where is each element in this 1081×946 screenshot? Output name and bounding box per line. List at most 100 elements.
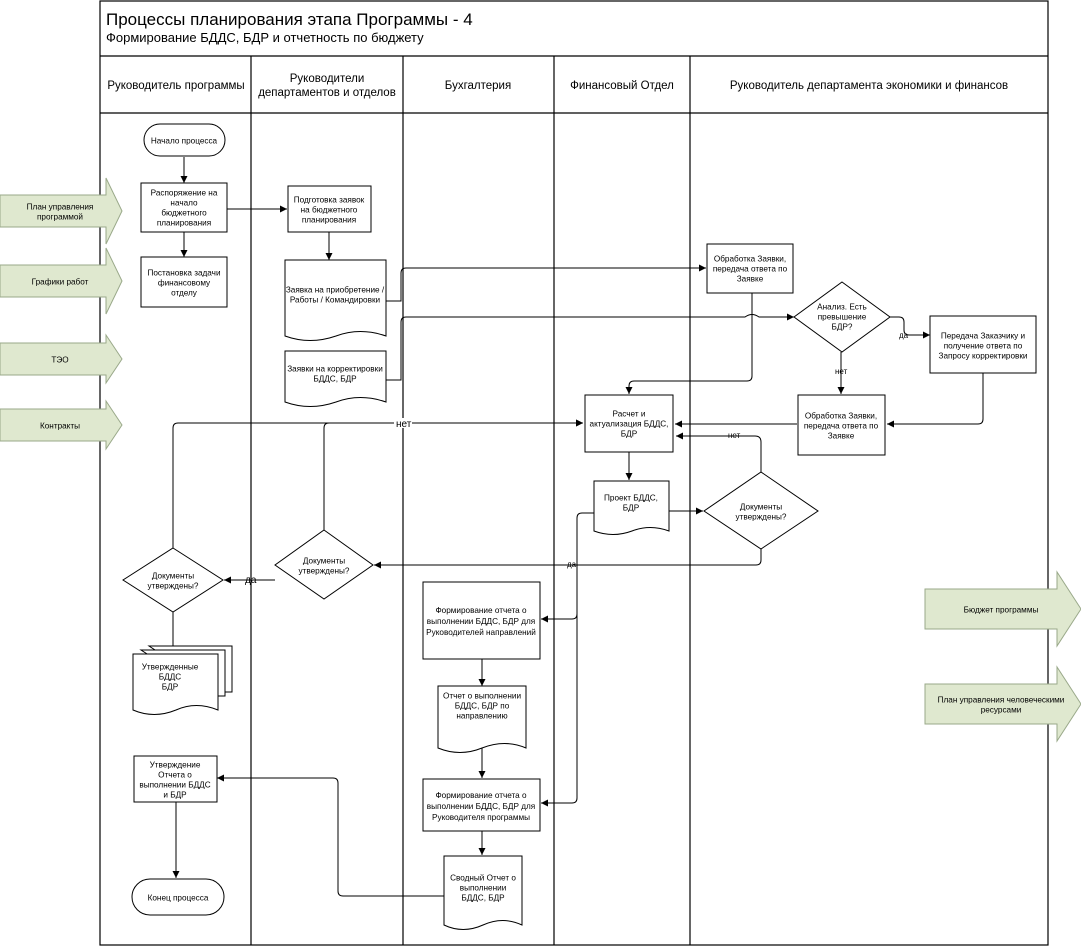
text-line: Начало процесса xyxy=(151,137,218,146)
text-line: Документы xyxy=(740,503,782,512)
text-line: отделу xyxy=(171,289,198,298)
text-line: Документы xyxy=(303,557,345,566)
flow-approved-fin-no xyxy=(676,432,762,472)
text-line: на бюджетного xyxy=(301,206,358,215)
text-line: План управления человеческими xyxy=(938,696,1065,705)
flow-project-to-report-form1 xyxy=(541,512,594,623)
flow-approved-dept-no xyxy=(323,419,583,530)
text-line: Руководителя программы xyxy=(432,813,530,822)
text-line: ТЭО xyxy=(51,356,68,365)
label-analysis-no: нет xyxy=(835,367,848,376)
lane-header-program-manager: Руководитель программы xyxy=(107,80,244,92)
text-line: планирования xyxy=(302,216,356,225)
text-line: Сводный Отчет о xyxy=(450,874,516,883)
text-line: финансовому xyxy=(158,279,211,288)
text-line: программой xyxy=(37,213,83,222)
svg-text:ТЭО: ТЭО xyxy=(51,356,68,365)
text-line: Финансовый Отдел xyxy=(570,80,674,92)
diagram-subtitle: Формирование БДДС, БДР и отчетность по б… xyxy=(106,30,424,45)
text-line: БДДС, БДР по xyxy=(455,702,510,711)
text-line: Отчет о выполнении xyxy=(443,692,521,701)
svg-text:Начало процесса: Начало процесса xyxy=(151,137,218,146)
node-start: Начало процесса xyxy=(143,123,226,157)
node-req1: Заявка на приобретение /Работы / Команди… xyxy=(284,259,387,341)
text-line: Обработка Заявки, xyxy=(805,412,877,421)
diagram-title: Процессы планирования этапа Программы - … xyxy=(106,10,473,29)
flow-project-to-report-form2-line xyxy=(571,614,578,804)
text-line: Руководитель департамента экономики и фи… xyxy=(730,80,1008,92)
text-line: ресурсами xyxy=(981,706,1022,715)
text-line: Бухгалтерия xyxy=(445,80,511,92)
flow-req2-to-analysis xyxy=(386,313,794,381)
text-line: БДР xyxy=(621,430,638,439)
text-line: Расчет и xyxy=(613,410,646,419)
svg-text:Обработка Заявки,передача отве: Обработка Заявки,передача ответа поЗаявк… xyxy=(804,412,879,441)
text-line: Проект БДДС, xyxy=(604,494,658,503)
text-line: выполнении БДДС xyxy=(139,781,210,790)
input-contracts: Контракты xyxy=(0,399,123,451)
text-line: утверждены? xyxy=(148,582,199,591)
label-approved-fin-yes: да xyxy=(567,560,577,569)
text-line: Заявке xyxy=(737,275,764,284)
text-line: Формирование отчета о xyxy=(435,606,527,615)
text-line: БДДС, БДР xyxy=(313,375,357,384)
label-approved-fin-no: нет xyxy=(728,431,741,440)
text-line: бюджетного xyxy=(161,209,207,218)
text-line: Заявке xyxy=(828,432,855,441)
node-report-form2: Формирование отчета о выполнении БДДС, БД… xyxy=(422,778,541,832)
flow-analysis-yes xyxy=(890,316,930,339)
text-line: БДДС, БДР xyxy=(461,894,505,903)
text-line: Заявка на приобретение / xyxy=(286,286,385,295)
text-line: БДР xyxy=(623,504,640,513)
text-line: Распоряжение на xyxy=(151,189,218,198)
text-line: Отчета о xyxy=(158,771,192,780)
text-line: получение ответа по xyxy=(944,342,1023,351)
label-approved-dept-yes: да xyxy=(245,575,257,586)
text-line: Утвержденные xyxy=(142,663,199,672)
node-end: Конец процесса xyxy=(131,878,225,916)
lane-header-accounting: Бухгалтерия xyxy=(445,80,511,92)
input-feasibility-study: ТЭО xyxy=(0,333,123,385)
text-line: превышение xyxy=(818,313,867,322)
text-line: и БДР xyxy=(163,791,187,800)
text-line: Бюджет программы xyxy=(964,606,1039,615)
text-line: Работы / Командировки xyxy=(290,296,380,305)
flow-transfer-to-proc2 xyxy=(887,373,984,428)
text-line: Анализ. Есть xyxy=(817,303,867,312)
text-line: выполнении БДДС, БДР для xyxy=(427,802,535,811)
output-program-budget: Бюджет программы xyxy=(924,570,1081,648)
text-line: утверждены? xyxy=(736,513,787,522)
text-line: Формирование отчета о xyxy=(435,791,527,800)
text-line: утверждены? xyxy=(299,567,350,576)
svg-text:Графики работ: Графики работ xyxy=(32,278,89,287)
text-line: передача ответа по xyxy=(713,265,788,274)
text-line: начало xyxy=(170,199,198,208)
